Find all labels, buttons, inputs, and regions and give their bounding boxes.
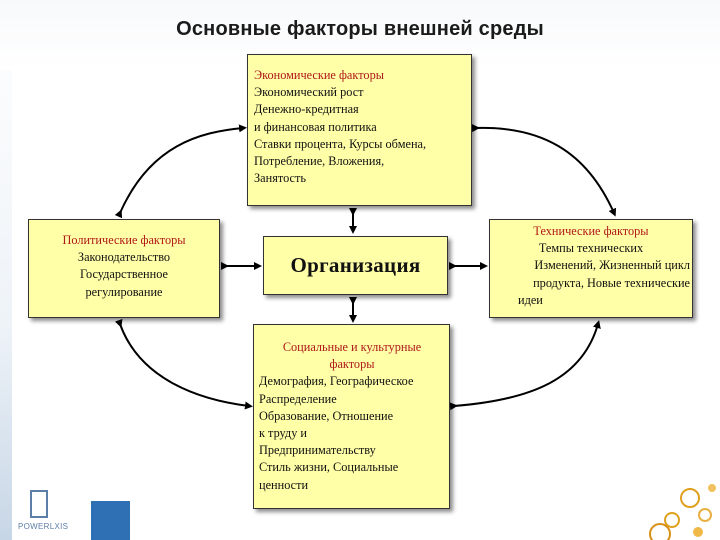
arc-bottom-right — [454, 324, 598, 406]
economic-line: Ставки процента, Курсы обмена, — [254, 136, 465, 153]
social-heading: Социальные и культурные факторы — [259, 339, 445, 373]
arc-bottom-left — [120, 324, 249, 406]
political-line: Государственное — [33, 266, 215, 283]
logo-text: POWERLXIS — [18, 522, 68, 531]
political-heading: Политические факторы — [33, 232, 215, 249]
arc-top-left — [120, 128, 243, 213]
technical-line: Изменений, Жизненный цикл — [492, 257, 690, 274]
technical-factors-box: Технические факторы Темпы технических Из… — [489, 219, 693, 318]
technical-line: идеи — [492, 292, 690, 309]
economic-factors-box: Экономические факторы Экономический рост… — [247, 54, 472, 206]
social-line: ценности — [259, 477, 445, 494]
social-line: Образование, Отношение — [259, 408, 445, 425]
social-factors-box: Социальные и культурные факторы Демограф… — [253, 324, 450, 509]
social-line: Стиль жизни, Социальные — [259, 459, 445, 476]
economic-line: Экономический рост — [254, 84, 465, 101]
powerlxis-logo: POWERLXIS — [18, 490, 58, 536]
social-line: к труду и — [259, 425, 445, 442]
arc-top-right — [476, 128, 614, 213]
decorative-circles — [650, 484, 716, 540]
economic-line: Занятость — [254, 170, 465, 187]
technical-line: продукта, Новые технические — [492, 275, 690, 292]
economic-line: и финансовая политика — [254, 119, 465, 136]
decorative-square — [91, 501, 130, 540]
technical-line: Темпы технических — [492, 240, 690, 257]
political-factors-box: Политические факторы Законодательство Го… — [28, 219, 220, 318]
economic-heading: Экономические факторы — [254, 67, 465, 84]
organization-box: Организация — [263, 236, 448, 295]
social-line: Распределение — [259, 391, 445, 408]
economic-line: Денежно-кредитная — [254, 101, 465, 118]
organization-label: Организация — [290, 257, 420, 274]
social-line: Предпринимательству — [259, 442, 445, 459]
political-line: Законодательство — [33, 249, 215, 266]
technical-heading: Технические факторы — [492, 223, 690, 240]
economic-line: Потребление, Вложения, — [254, 153, 465, 170]
political-line: регулирование — [33, 284, 215, 301]
logo-mark-icon — [30, 490, 48, 518]
social-line: Демография, Географическое — [259, 373, 445, 390]
